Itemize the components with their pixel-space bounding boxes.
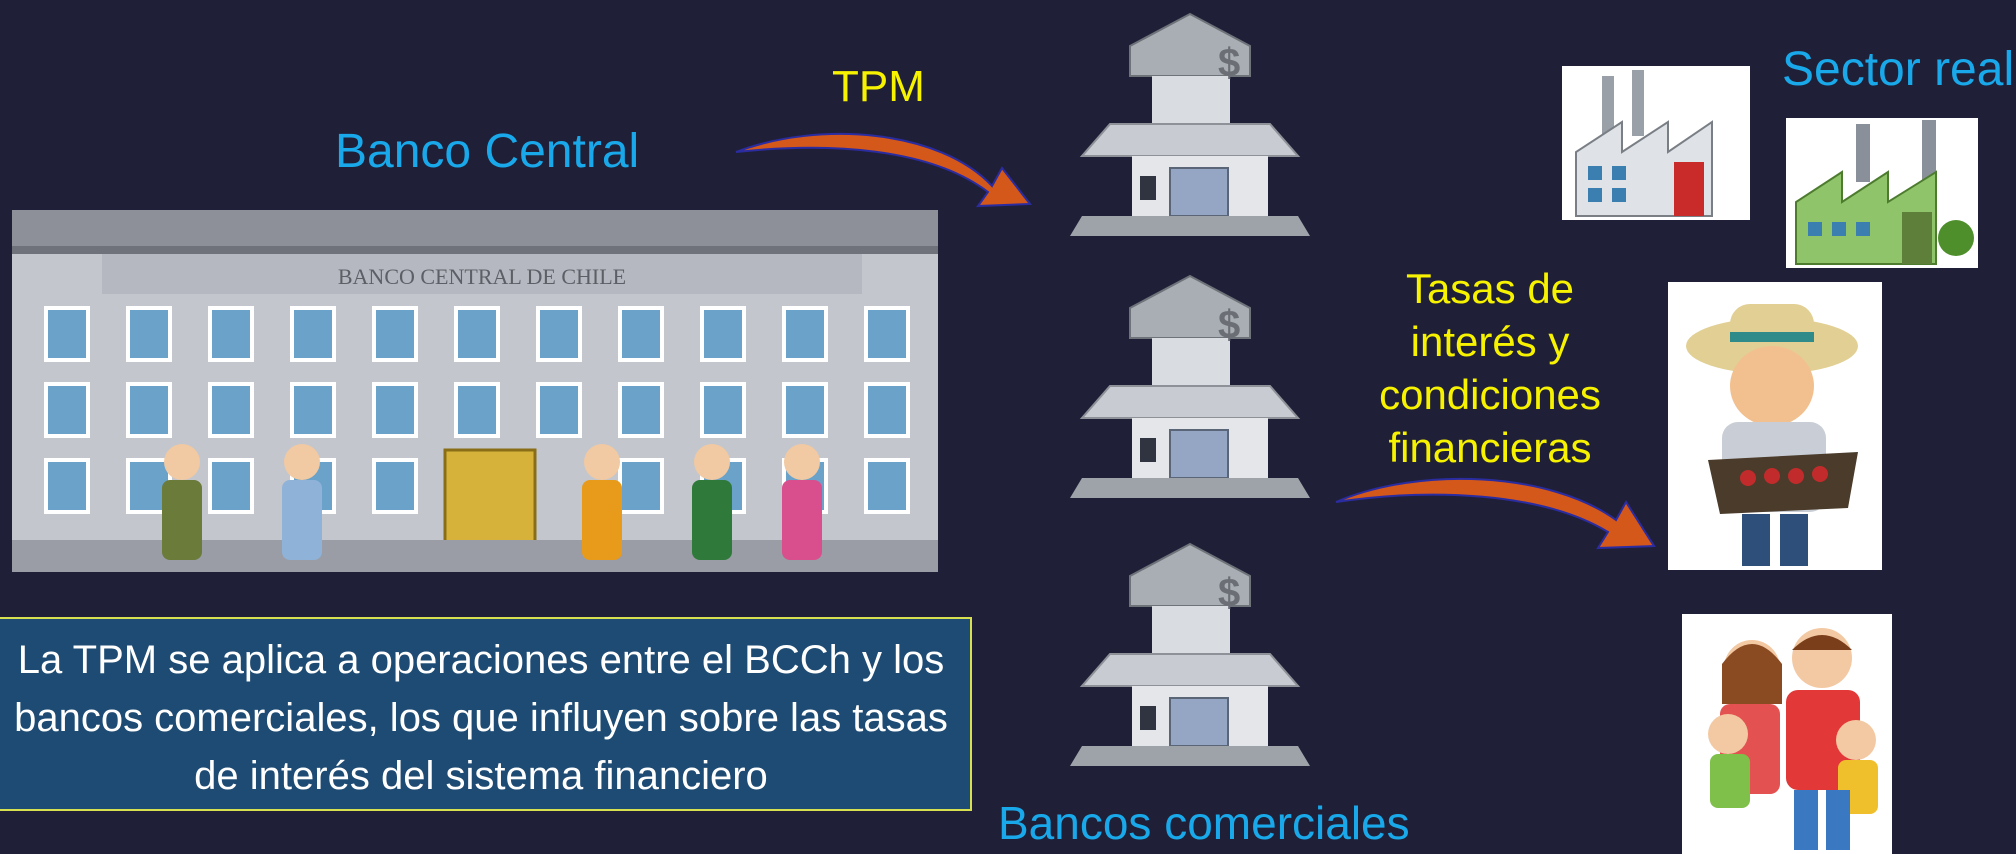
commercial-bank-3 xyxy=(1070,536,1310,782)
commercial-bank-2 xyxy=(1070,268,1310,514)
bank-icon xyxy=(1070,275,1310,499)
farmer-image xyxy=(1668,282,1882,570)
central-bank-building-image: BANCO CENTRAL DE CHILE xyxy=(12,210,938,572)
central-bank-title: Banco Central xyxy=(335,125,640,178)
note-line: bancos comerciales, los que influyen sob… xyxy=(14,696,948,740)
factory-image-1 xyxy=(1562,66,1750,220)
tpm-arrow xyxy=(735,132,1032,208)
bank-icon xyxy=(1070,543,1310,767)
family-image xyxy=(1682,614,1892,854)
factory-image-2 xyxy=(1786,118,1978,268)
real-sector-title: Sector real xyxy=(1782,43,2015,96)
rates-label-line: financieras xyxy=(1388,424,1592,471)
bank-icon xyxy=(1070,13,1310,237)
note-line: La TPM se aplica a operaciones entre el … xyxy=(17,638,945,682)
building-sign: BANCO CENTRAL DE CHILE xyxy=(338,264,626,289)
rates-arrow xyxy=(1335,477,1656,550)
rates-label-line: condiciones xyxy=(1379,371,1601,418)
commercial-banks-title: Bancos comerciales xyxy=(998,797,1410,849)
rates-label-line: interés y xyxy=(1410,318,1570,365)
commercial-bank-1 xyxy=(1070,6,1310,252)
note-line: de interés del sistema financiero xyxy=(194,754,768,798)
explanation-note: La TPM se aplica a operaciones entre el … xyxy=(0,617,972,811)
rates-label: Tasas de interés y condiciones financier… xyxy=(1340,262,1640,474)
tpm-label: TPM xyxy=(832,62,925,111)
rates-label-line: Tasas de xyxy=(1405,265,1575,312)
